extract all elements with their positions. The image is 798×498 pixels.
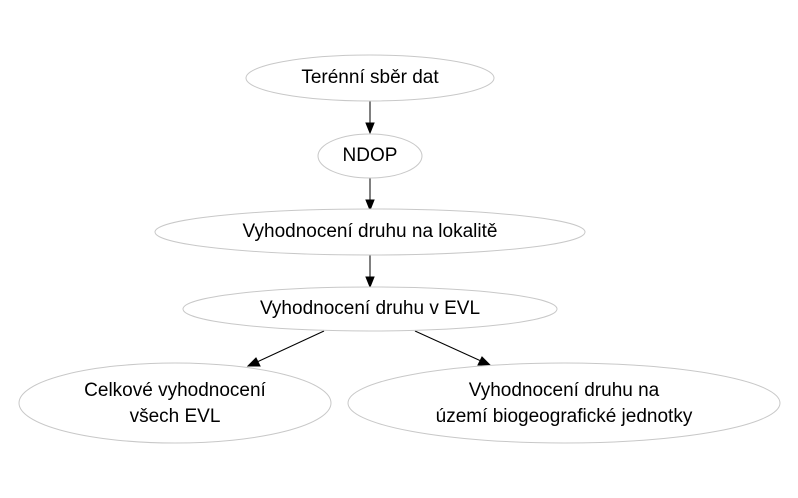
node-evl-species-evaluation: Vyhodnocení druhu v EVL [182, 286, 558, 332]
node-site-species-evaluation: Vyhodnocení druhu na lokalitě [154, 208, 586, 256]
node-ndop: NDOP [317, 133, 423, 179]
node-biogeographic-evaluation-line-2: území biogeografické jednotky [436, 406, 693, 427]
node-ndop-label: NDOP [343, 145, 398, 166]
node-overall-evl-evaluation-line-2: všech EVL [130, 406, 221, 427]
edge-site-evaluation-to-evl-evaluation [365, 255, 375, 289]
edge-ndop-to-site-evaluation [365, 178, 375, 212]
edge-evl-evaluation-to-biogeographic [414, 330, 492, 366]
node-overall-evl-evaluation-line-1: Celkové vyhodnocení [84, 380, 266, 401]
edge-field-data-to-ndop [365, 101, 375, 135]
node-field-data-collection-label: Terénní sběr dat [301, 67, 439, 88]
node-site-species-evaluation-label: Vyhodnocení druhu na lokalitě [243, 221, 498, 242]
edges [246, 101, 492, 367]
node-biogeographic-evaluation-line-1: Vyhodnocení druhu na [469, 380, 660, 401]
node-overall-evl-evaluation: Celkové vyhodnocení všech EVL [18, 362, 332, 444]
node-field-data-collection: Terénní sběr dat [245, 54, 495, 102]
node-evl-species-evaluation-label: Vyhodnocení druhu v EVL [260, 298, 480, 319]
edge-evl-evaluation-to-overall [246, 330, 325, 367]
node-biogeographic-evaluation: Vyhodnocení druhu na území biogeografick… [347, 362, 781, 444]
